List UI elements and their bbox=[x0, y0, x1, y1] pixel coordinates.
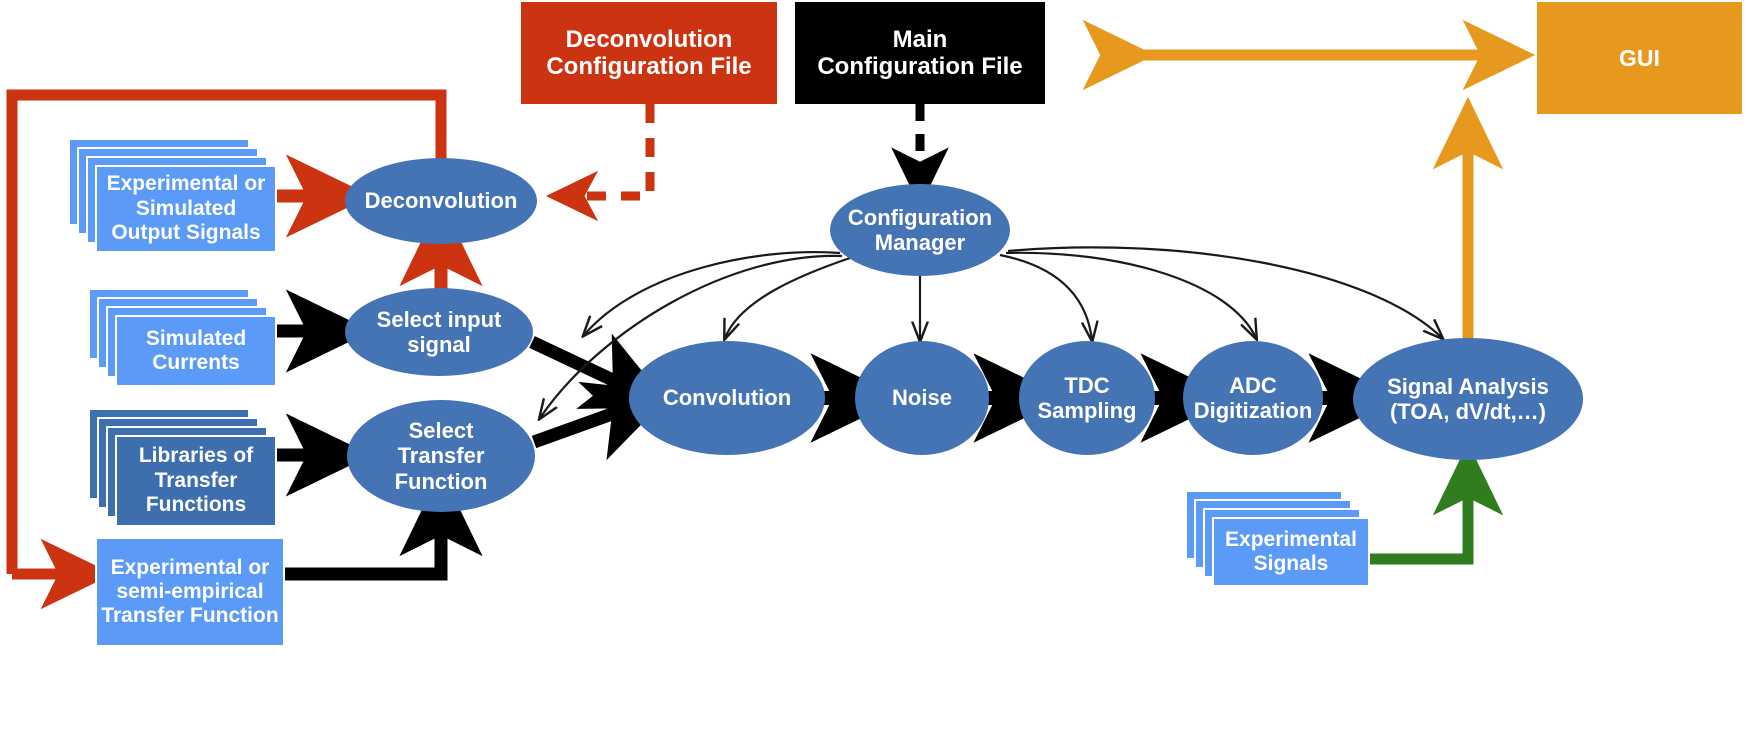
simulated-currents-line2: Currents bbox=[152, 351, 240, 374]
gui-label: GUI bbox=[1619, 44, 1660, 71]
arrow-selectinput-to-convolution bbox=[529, 333, 672, 409]
main-config-file-line1: Main bbox=[892, 25, 948, 53]
libraries-of-transfer-functions-stack[interactable]: Libraries of Transfer Functions bbox=[88, 408, 288, 530]
output-signals-line3: Output Signals bbox=[111, 221, 261, 245]
select-input-line1: Select input bbox=[376, 306, 502, 332]
experimental-or-simulated-output-signals-stack[interactable]: Experimental or Simulated Output Signals bbox=[68, 138, 288, 256]
tdc-sampling-ellipse[interactable]: TDC Sampling bbox=[1019, 341, 1155, 455]
select-tf-line2: Transfer bbox=[397, 443, 485, 469]
gui-box[interactable]: GUI bbox=[1537, 2, 1742, 114]
select-input-line2: signal bbox=[407, 332, 471, 357]
deconvolution-config-file-box[interactable]: Deconvolution Configuration File bbox=[521, 2, 777, 104]
configarrow-to-tdc bbox=[999, 253, 1092, 340]
select-tf-line1: Select bbox=[408, 418, 474, 444]
configuration-manager-ellipse[interactable]: Configuration Manager bbox=[830, 184, 1010, 276]
convolution-label: Convolution bbox=[662, 385, 792, 411]
deconvolution-ellipse[interactable]: Deconvolution bbox=[345, 158, 537, 244]
signal-analysis-line1: Signal Analysis bbox=[1387, 373, 1549, 399]
libraries-line1: Libraries of bbox=[138, 444, 254, 468]
signal-analysis-line2: (TOA, dV/dt,…) bbox=[1389, 399, 1547, 424]
arrow-semiempirical-to-selecttf bbox=[285, 470, 483, 581]
semiempirical-line1: Experimental or bbox=[110, 556, 270, 580]
experimental-signals-stack[interactable]: Experimental Signals bbox=[1185, 490, 1395, 600]
signal-analysis-ellipse[interactable]: Signal Analysis (TOA, dV/dt,…) bbox=[1353, 338, 1583, 460]
simulated-currents-line1: Simulated bbox=[145, 326, 247, 350]
tdc-line1: TDC bbox=[1064, 372, 1110, 398]
configarrow-to-deconvolution-area bbox=[584, 251, 841, 335]
noise-ellipse[interactable]: Noise bbox=[855, 341, 989, 455]
semiempirical-line2: semi-empirical bbox=[116, 580, 264, 604]
convolution-ellipse[interactable]: Convolution bbox=[629, 341, 825, 455]
output-signals-line2: Simulated bbox=[135, 196, 237, 220]
configarrow-to-adc bbox=[1005, 251, 1256, 338]
config-manager-line2: Manager bbox=[874, 230, 966, 255]
tdc-line2: Sampling bbox=[1037, 398, 1137, 423]
configarrow-to-convolution bbox=[725, 256, 851, 338]
deconvolution-config-file-line1: Deconvolution bbox=[565, 25, 733, 53]
libraries-line3: Functions bbox=[145, 493, 247, 517]
adc-line2: Digitization bbox=[1193, 398, 1313, 423]
semiempirical-line3: Transfer Function bbox=[101, 603, 279, 627]
select-input-signal-ellipse[interactable]: Select input signal bbox=[345, 288, 533, 376]
doc-front: Libraries of Transfer Functions bbox=[115, 435, 277, 527]
doc-front: Experimental or Simulated Output Signals bbox=[95, 165, 277, 253]
doc-front: Experimental Signals bbox=[1212, 517, 1370, 587]
experimental-signals-line2: Signals bbox=[1253, 552, 1329, 575]
experimental-signals-line1: Experimental bbox=[1225, 527, 1357, 551]
simulated-currents-stack[interactable]: Simulated Currents bbox=[88, 288, 288, 390]
config-manager-line1: Configuration bbox=[847, 204, 993, 230]
main-config-file-line2: Configuration File bbox=[817, 53, 1023, 80]
select-tf-line3: Function bbox=[394, 468, 488, 494]
configarrow-to-signalanalysis bbox=[1007, 246, 1442, 338]
arrow-deconvconfig-to-deconvolution bbox=[545, 104, 655, 222]
deconvolution-label: Deconvolution bbox=[364, 188, 518, 214]
main-config-file-box[interactable]: Main Configuration File bbox=[795, 2, 1045, 104]
adc-line1: ADC bbox=[1229, 372, 1277, 398]
noise-label: Noise bbox=[892, 385, 952, 411]
doc-front: Simulated Currents bbox=[115, 315, 277, 387]
libraries-line2: Transfer bbox=[154, 468, 238, 492]
output-signals-line1: Experimental or bbox=[106, 172, 266, 196]
deconvolution-config-file-line2: Configuration File bbox=[546, 53, 752, 80]
select-transfer-function-ellipse[interactable]: Select Transfer Function bbox=[347, 400, 535, 512]
adc-digitization-ellipse[interactable]: ADC Digitization bbox=[1183, 341, 1323, 455]
arrow-selecttf-to-convolution bbox=[531, 381, 674, 461]
experimental-or-semi-empirical-transfer-function-box[interactable]: Experimental or semi-empirical Transfer … bbox=[95, 537, 285, 647]
